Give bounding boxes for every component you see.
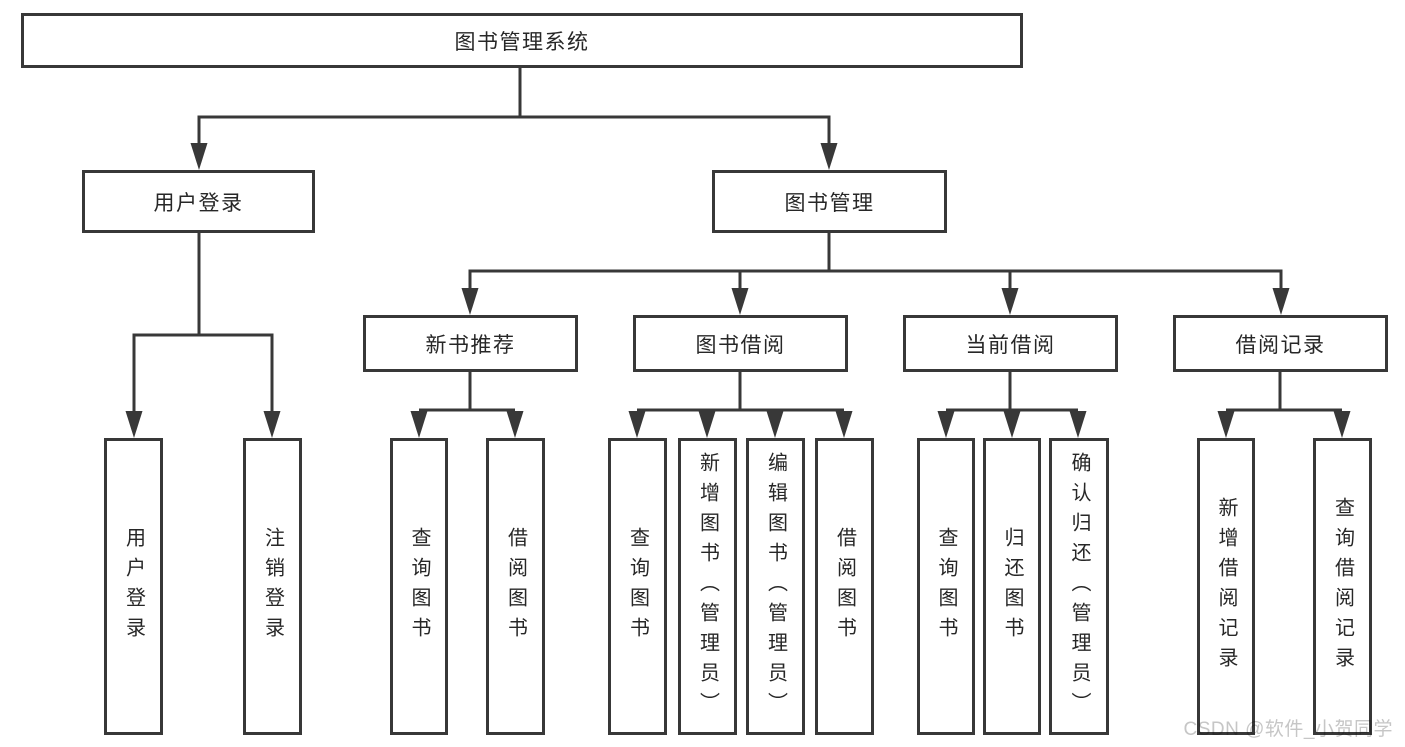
connector-level2-rail	[468, 269, 1283, 290]
leaf-logout-label: 注销登录	[261, 526, 284, 647]
node-book-management: 图书管理	[712, 170, 947, 233]
arrowhead-return-books	[1003, 411, 1021, 438]
leaf-confirm-return-admin: 确认归还（管理员）	[1049, 438, 1109, 735]
arrowhead-leaf-user-login	[125, 411, 143, 438]
leaf-query-books-1: 查询图书	[390, 438, 448, 735]
arrowhead-leaf-logout	[263, 411, 281, 438]
leaf-logout: 注销登录	[243, 438, 302, 735]
leaf-query-books-2-label: 查询图书	[626, 526, 649, 647]
leaf-edit-book-admin-label: 编辑图书（管理员）	[764, 451, 787, 722]
node-borrowing-records-label: 借阅记录	[1235, 333, 1326, 357]
arrowhead-book-management	[820, 143, 838, 170]
arrowhead-query-books-1	[410, 411, 428, 438]
leaf-query-books-2: 查询图书	[608, 438, 667, 735]
node-book-borrowing-label: 图书借阅	[695, 333, 786, 357]
connector-level1-rail	[197, 115, 831, 145]
leaf-borrow-books-2: 借阅图书	[815, 438, 874, 735]
csdn-watermark: CSDN @软件_小贺同学	[1183, 719, 1393, 740]
leaf-user-login-label: 用户登录	[122, 526, 145, 647]
leaf-borrow-books-2-label: 借阅图书	[833, 526, 856, 647]
leaf-borrow-books-1-label: 借阅图书	[504, 526, 527, 647]
leaf-query-books-3: 查询图书	[917, 438, 975, 735]
arrowhead-edit-book	[766, 411, 784, 438]
connector-user-login-rail	[132, 333, 274, 413]
node-book-management-label: 图书管理	[784, 191, 875, 215]
leaf-add-borrow-record-label: 新增借阅记录	[1215, 496, 1237, 677]
arrowhead-confirm-return	[1069, 411, 1087, 438]
node-book-borrowing: 图书借阅	[633, 315, 848, 372]
leaf-query-borrow-record: 查询借阅记录	[1313, 438, 1372, 735]
arrowhead-query-books-3	[937, 411, 955, 438]
node-library-system: 图书管理系统	[21, 13, 1023, 68]
node-user-login: 用户登录	[82, 170, 315, 233]
arrowhead-query-books-2	[628, 411, 646, 438]
leaf-add-book-admin-label: 新增图书（管理员）	[696, 451, 719, 722]
arrowhead-borrowing-records	[1272, 288, 1290, 315]
arrowhead-user-login	[190, 143, 208, 170]
arrowhead-borrow-books-2	[835, 411, 853, 438]
arrowhead-new-book-recommendation	[461, 288, 479, 315]
leaf-add-book-admin: 新增图书（管理员）	[678, 438, 737, 735]
node-user-login-label: 用户登录	[153, 191, 244, 215]
arrowhead-borrow-books-1	[506, 411, 524, 438]
arrowhead-current-borrowing	[1001, 288, 1019, 315]
arrowhead-add-book	[698, 411, 716, 438]
node-current-borrowing: 当前借阅	[903, 315, 1118, 372]
leaf-return-books-label: 归还图书	[1001, 526, 1023, 647]
leaf-confirm-return-admin-label: 确认归还（管理员）	[1068, 451, 1090, 722]
leaf-query-borrow-record-label: 查询借阅记录	[1331, 496, 1354, 677]
node-current-borrowing-label: 当前借阅	[965, 333, 1056, 357]
leaf-user-login: 用户登录	[104, 438, 163, 735]
leaf-borrow-books-1: 借阅图书	[486, 438, 545, 735]
leaf-add-borrow-record: 新增借阅记录	[1197, 438, 1255, 735]
leaf-query-books-3-label: 查询图书	[935, 526, 957, 647]
leaf-edit-book-admin: 编辑图书（管理员）	[746, 438, 805, 735]
leaf-return-books: 归还图书	[983, 438, 1041, 735]
arrowhead-add-borrow-record	[1217, 411, 1235, 438]
arrowhead-book-borrowing	[731, 288, 749, 315]
node-library-system-label: 图书管理系统	[454, 30, 590, 54]
arrowhead-query-borrow-record	[1333, 411, 1351, 438]
node-borrowing-records: 借阅记录	[1173, 315, 1388, 372]
node-new-book-recommendation-label: 新书推荐	[425, 333, 516, 357]
leaf-query-books-1-label: 查询图书	[408, 526, 430, 647]
node-new-book-recommendation: 新书推荐	[363, 315, 578, 372]
